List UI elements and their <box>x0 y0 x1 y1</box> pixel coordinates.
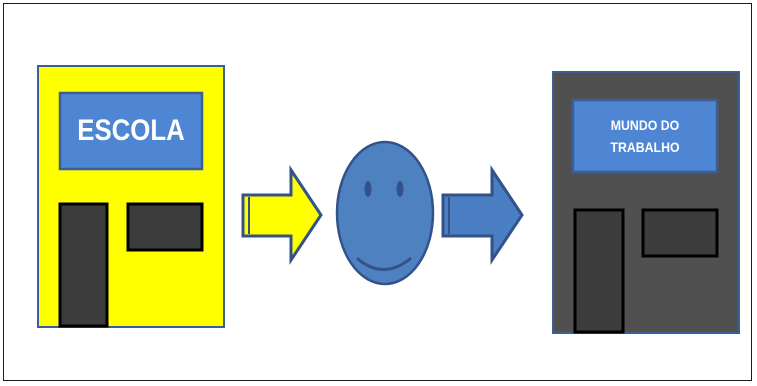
right-arrow-icon <box>241 165 323 265</box>
work-label: MUNDO DO TRABALHO <box>610 117 680 155</box>
work-building <box>552 71 740 334</box>
school-label: ESCOLA <box>77 114 185 147</box>
work-window <box>641 208 719 258</box>
smiley-face-icon <box>335 140 435 286</box>
work-door <box>573 208 625 334</box>
school-door <box>58 202 109 328</box>
right-arrow-icon <box>441 165 524 265</box>
school-building <box>37 65 225 328</box>
school-window <box>126 202 204 252</box>
work-sign <box>571 98 719 174</box>
school-sign <box>58 91 204 171</box>
